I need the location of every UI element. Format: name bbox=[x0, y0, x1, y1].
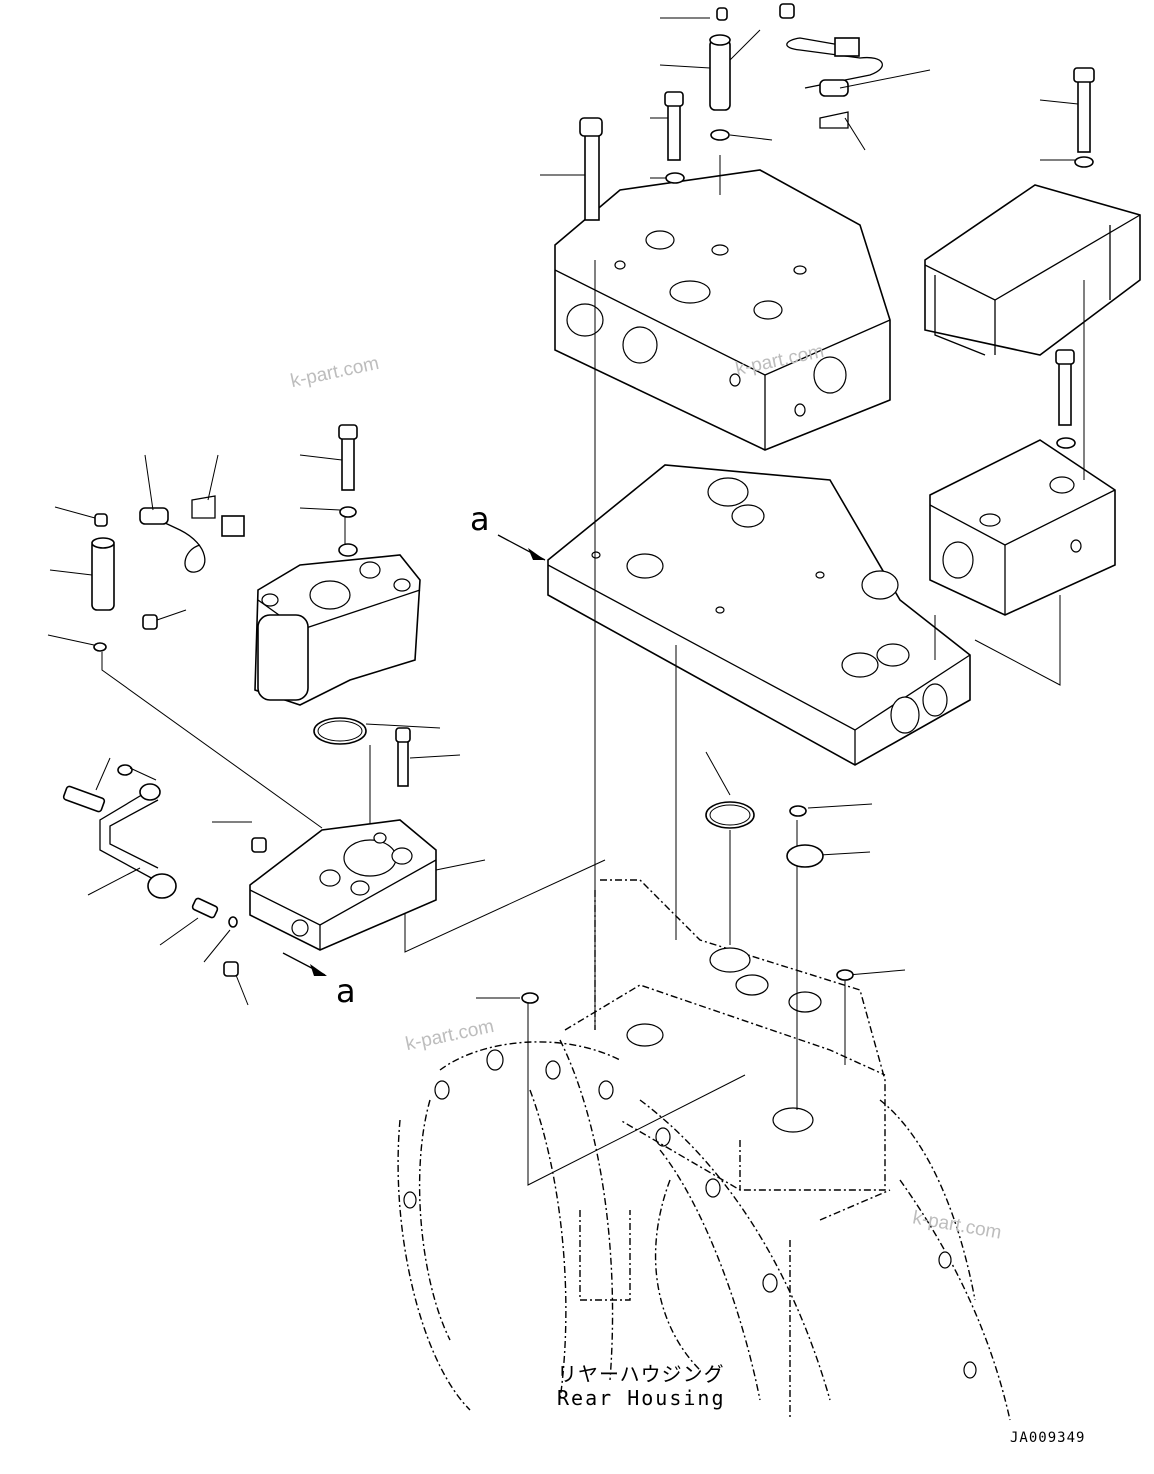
housing-mount-block bbox=[564, 879, 886, 1191]
rear-housing-label-en: Rear Housing bbox=[557, 1386, 726, 1410]
seal-rings bbox=[521, 801, 854, 1004]
right-lower-block bbox=[929, 439, 1116, 616]
view-arrows bbox=[282, 534, 546, 976]
separator-plate bbox=[547, 464, 971, 766]
rear-housing-label-jp: リヤーハウジング bbox=[557, 1362, 725, 1386]
right-solenoid-block bbox=[924, 184, 1141, 356]
view-marker-label: a bbox=[336, 972, 356, 1010]
left-valve-cover bbox=[254, 554, 421, 706]
left-small-parts bbox=[62, 424, 411, 977]
left-valve-plate bbox=[249, 819, 437, 951]
rear-housing bbox=[397, 1039, 1011, 1421]
callout-leaders bbox=[47, 17, 1079, 1006]
assembly-leader-lines bbox=[101, 29, 1085, 1186]
upper-valve-body bbox=[554, 169, 891, 451]
view-marker-label: a bbox=[470, 500, 490, 538]
drawing-code: JA009349 bbox=[1010, 1430, 1086, 1446]
